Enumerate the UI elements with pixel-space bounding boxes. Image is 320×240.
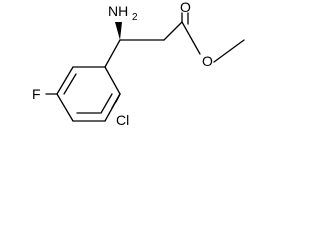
ring-bond-c5-c6 xyxy=(56,66,74,95)
bond-ring-to-cl-ext xyxy=(115,93,121,103)
molecule-structure: NH 2 O O F Cl xyxy=(32,0,245,128)
chlorine-label: Cl xyxy=(116,112,129,128)
amine-h-count: 2 xyxy=(132,12,138,23)
ring-double-bond-inner-1 xyxy=(100,93,113,114)
carbonyl-oxygen-label: O xyxy=(180,0,191,15)
bond-ch2-to-carbonyl-c xyxy=(163,21,183,41)
ring-bond-c1-c2 xyxy=(104,66,121,95)
ester-oxygen-label: O xyxy=(202,53,213,69)
ring-double-bond-inner-2 xyxy=(63,73,77,95)
fluorine-label: F xyxy=(32,86,41,102)
benzene-ring xyxy=(56,66,121,122)
bond-ester-o-to-methyl xyxy=(213,39,245,63)
bond-carbonyl-to-ester-o xyxy=(181,21,201,55)
bond-ring-to-chiral-c xyxy=(104,39,121,68)
wedge-bond-chiral-to-nh2 xyxy=(115,22,122,40)
ring-bond-c4-c5 xyxy=(56,93,74,122)
amine-label: NH xyxy=(108,3,128,19)
